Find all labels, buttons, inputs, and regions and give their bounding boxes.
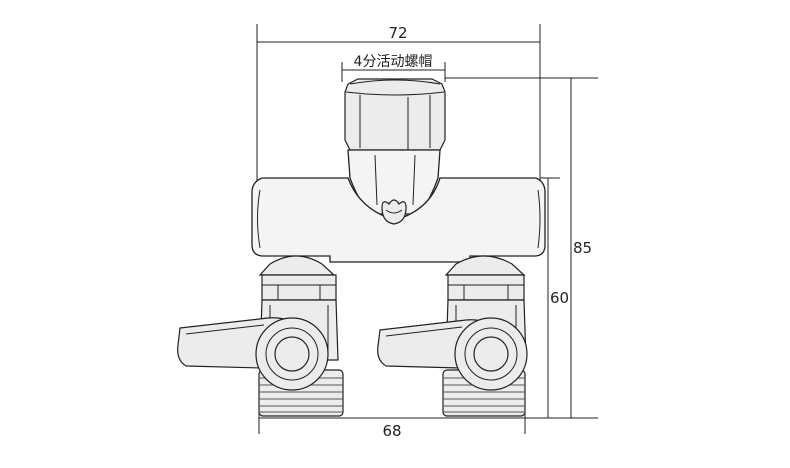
- dimension-valve-height: 60: [550, 289, 569, 307]
- left-valve-knob: [255, 317, 329, 391]
- dimension-total-height: 85: [573, 239, 592, 257]
- valve-neck: [347, 149, 441, 215]
- lotus-logo-icon: [381, 199, 407, 225]
- right-valve-knob: [454, 317, 528, 391]
- hex-nut: [344, 78, 446, 151]
- dimension-top-width: 72: [388, 24, 407, 42]
- dimension-nut-label: 4分活动螺帽: [354, 54, 433, 70]
- dimension-bottom-width: 68: [382, 422, 401, 440]
